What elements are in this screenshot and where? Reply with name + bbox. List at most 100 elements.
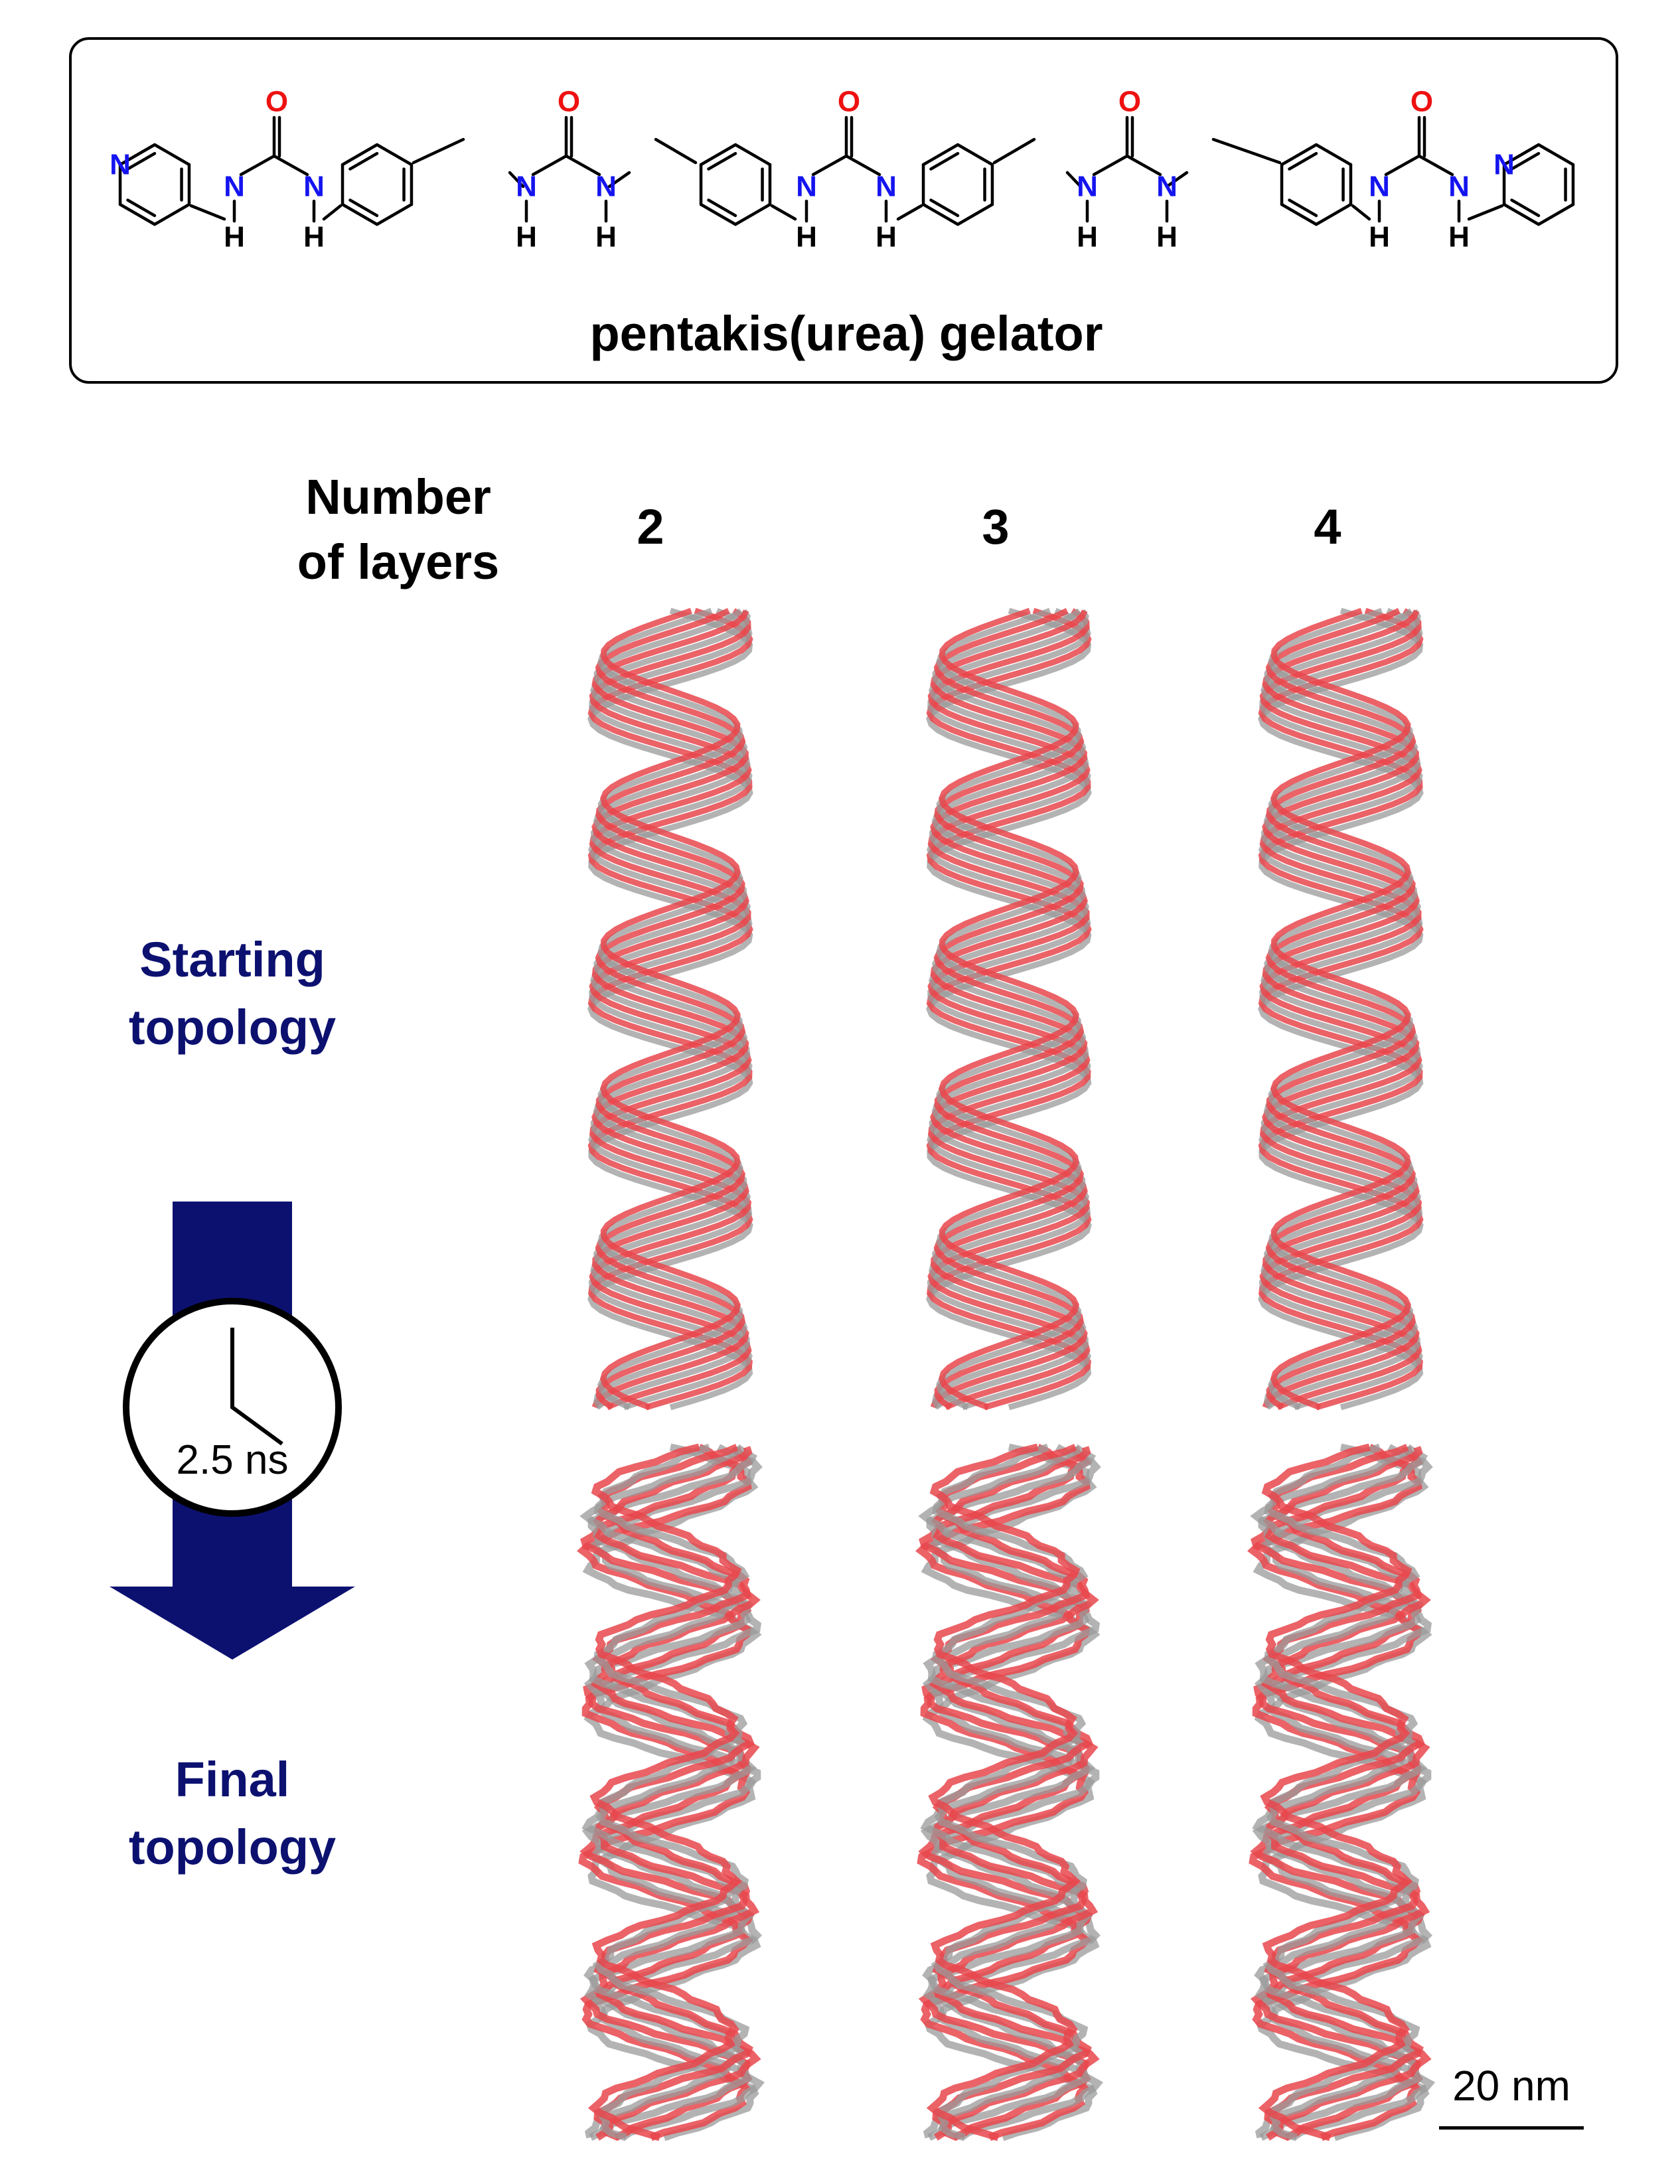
bond	[654, 137, 698, 165]
bond	[770, 204, 797, 221]
pyridine-nitrogen-label: N	[110, 149, 131, 181]
nitrogen-label: N	[876, 171, 897, 203]
helix-strand	[587, 607, 753, 1411]
row-label-final-line1: Final	[175, 1752, 290, 1807]
bond	[1280, 202, 1318, 226]
bond	[272, 154, 309, 177]
bond	[118, 143, 157, 167]
bond	[1314, 202, 1353, 226]
bond	[992, 137, 1036, 165]
clock-duration-label: 2.5 ns	[177, 1437, 289, 1483]
column-header-layers: Number of layers	[266, 465, 531, 594]
hydrogen-label: H	[876, 221, 897, 254]
row-label-starting-line1: Starting	[139, 932, 325, 987]
row-label-starting-topology: Starting topology	[86, 926, 378, 1061]
hydrogen-label: H	[516, 221, 537, 254]
hydrogen-label: H	[1448, 221, 1470, 254]
bond	[412, 137, 465, 165]
helix-strand	[581, 1444, 758, 2141]
hydrogen-label: H	[796, 221, 817, 254]
bond	[126, 151, 157, 171]
helix-strand	[1258, 607, 1424, 1411]
oxygen-label: O	[558, 86, 580, 118]
bond	[607, 171, 631, 189]
helix-starting-3-layers	[926, 607, 1092, 1411]
bond	[1510, 198, 1541, 218]
hydrogen-label: H	[1156, 221, 1178, 254]
nitrogen-label: N	[1077, 171, 1098, 203]
hydrogen-label: H	[303, 221, 325, 254]
bond	[707, 151, 737, 171]
bond	[153, 143, 191, 167]
helix-strand	[1268, 607, 1414, 1411]
helix-strand	[1258, 607, 1424, 1411]
bond	[1467, 204, 1504, 221]
oxygen-label: O	[266, 86, 288, 118]
hydrogen-label: H	[1369, 221, 1390, 254]
bond	[153, 202, 191, 226]
bond	[1510, 151, 1541, 171]
bond	[896, 204, 923, 221]
hydrogen-label: H	[224, 221, 245, 254]
helix-strand	[1258, 1443, 1413, 2142]
bond	[929, 198, 960, 218]
bond	[956, 202, 994, 226]
bond	[126, 198, 157, 218]
bond	[1280, 143, 1318, 167]
molecule-title: pentakis(urea) gelator	[589, 306, 1103, 361]
helix-final-3-layers	[915, 1443, 1104, 2142]
helix-strand	[920, 1444, 1097, 2141]
helix-strand	[587, 607, 753, 1411]
helix-strand	[926, 607, 1092, 1411]
nitrogen-label: N	[516, 171, 537, 203]
bond	[811, 154, 848, 177]
bond	[341, 143, 379, 167]
molecule-bonds	[118, 116, 1575, 226]
bond	[921, 143, 960, 167]
helix-strand	[1265, 607, 1416, 1410]
scale-bar	[1439, 2126, 1584, 2130]
helix-final-2-layers	[577, 1443, 765, 2142]
oxygen-label: O	[1118, 86, 1141, 118]
bond	[1288, 198, 1318, 218]
bond	[1165, 171, 1189, 189]
row-label-final-topology: Final topology	[86, 1746, 378, 1881]
bond	[1417, 154, 1454, 177]
helix-strand	[599, 607, 741, 1411]
column-label-4: 4	[1314, 499, 1341, 554]
row-label-final-line2: topology	[128, 1820, 337, 1875]
bond	[348, 151, 379, 171]
helix-strand	[926, 607, 1092, 1411]
bond	[1351, 204, 1371, 221]
bond	[1211, 137, 1282, 165]
hydrogen-label: H	[1077, 221, 1098, 254]
bond	[921, 202, 960, 226]
bond	[348, 198, 379, 218]
nitrogen-label: N	[224, 171, 245, 203]
bond	[375, 202, 414, 226]
bond	[189, 204, 226, 221]
nitrogen-label: N	[303, 171, 325, 203]
bond	[844, 154, 881, 177]
helix-strand	[595, 607, 746, 1410]
helix-strand	[587, 1443, 743, 2142]
row-label-starting-line2: topology	[128, 1000, 337, 1055]
bond	[1384, 154, 1421, 177]
bond	[375, 143, 414, 167]
oxygen-label: O	[838, 86, 860, 118]
bond	[707, 198, 737, 218]
bond	[564, 154, 601, 177]
bond	[699, 143, 737, 167]
helix-strand	[936, 607, 1083, 1411]
bond	[1288, 151, 1318, 171]
helix-strand	[933, 607, 1085, 1410]
bond	[118, 202, 157, 226]
bond	[1092, 154, 1129, 177]
pyridine-nitrogen-label: N	[1493, 149, 1515, 181]
bond	[1065, 171, 1083, 189]
helix-strand	[918, 1446, 1093, 2141]
bond	[239, 154, 276, 177]
bond	[1502, 202, 1541, 226]
bond	[929, 151, 960, 171]
